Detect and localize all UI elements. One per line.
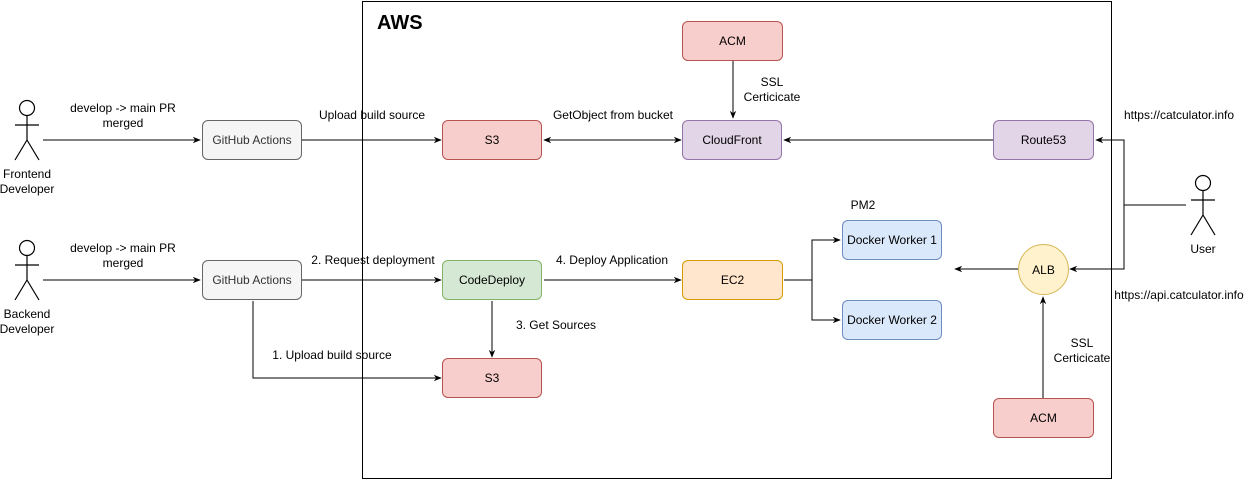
acm-bottom-node[interactable]: ACM [993, 398, 1094, 438]
aws-boundary [362, 1, 1112, 479]
github-actions-frontend[interactable]: GitHub Actions [202, 120, 302, 160]
edge-user-to-alb [1069, 205, 1125, 273]
edge-gh-to-s3-back [252, 301, 442, 382]
frontend-developer-icon [14, 99, 40, 161]
backend-developer-label: Backend Developer [0, 307, 55, 336]
front-merge-label: develop -> main PR merged [70, 101, 176, 130]
acm-top-node[interactable]: ACM [682, 21, 783, 61]
alb-node[interactable]: ALB [1018, 244, 1069, 295]
s3-backend-node[interactable]: S3 [442, 358, 542, 398]
ec2-node[interactable]: EC2 [682, 260, 783, 300]
upload-build-label: Upload build source [318, 108, 426, 122]
route53-node[interactable]: Route53 [993, 120, 1094, 160]
request-deploy-label: 2. Request deployment [311, 253, 435, 267]
docker-worker-1-node[interactable]: Docker Worker 1 [842, 220, 942, 260]
user-icon [1190, 174, 1216, 236]
deploy-app-label: 4. Deploy Application [555, 253, 669, 267]
aws-title: AWS [377, 12, 423, 34]
back-merge-label: develop -> main PR merged [70, 241, 176, 270]
edge-user-to-route53 [1095, 136, 1125, 205]
get-object-label: GetObject from bucket [552, 108, 674, 122]
pm2-label: PM2 [850, 198, 876, 212]
edge-ec2-to-worker2 [811, 280, 841, 324]
frontend-developer-label: Frontend Developer [0, 167, 55, 196]
cloudfront-node[interactable]: CloudFront [682, 120, 782, 160]
front-url-label: https://catculator.info [1123, 108, 1235, 122]
get-sources-label: 3. Get Sources [515, 318, 597, 332]
api-url-label: https://api.catculator.info [1114, 288, 1244, 302]
ssl-bottom-label: SSL Certicicate [1053, 336, 1111, 365]
backend-developer-icon [14, 239, 40, 301]
github-actions-backend[interactable]: GitHub Actions [202, 260, 302, 300]
edge-ec2-to-worker1 [784, 236, 841, 281]
s3-frontend-node[interactable]: S3 [442, 120, 542, 160]
upload-back-label: 1. Upload build source [272, 348, 392, 362]
user-label: User [1190, 242, 1216, 256]
docker-worker-2-node[interactable]: Docker Worker 2 [842, 300, 942, 340]
codedeploy-node[interactable]: CodeDeploy [442, 260, 542, 300]
ssl-top-label: SSL Certicicate [743, 75, 801, 104]
